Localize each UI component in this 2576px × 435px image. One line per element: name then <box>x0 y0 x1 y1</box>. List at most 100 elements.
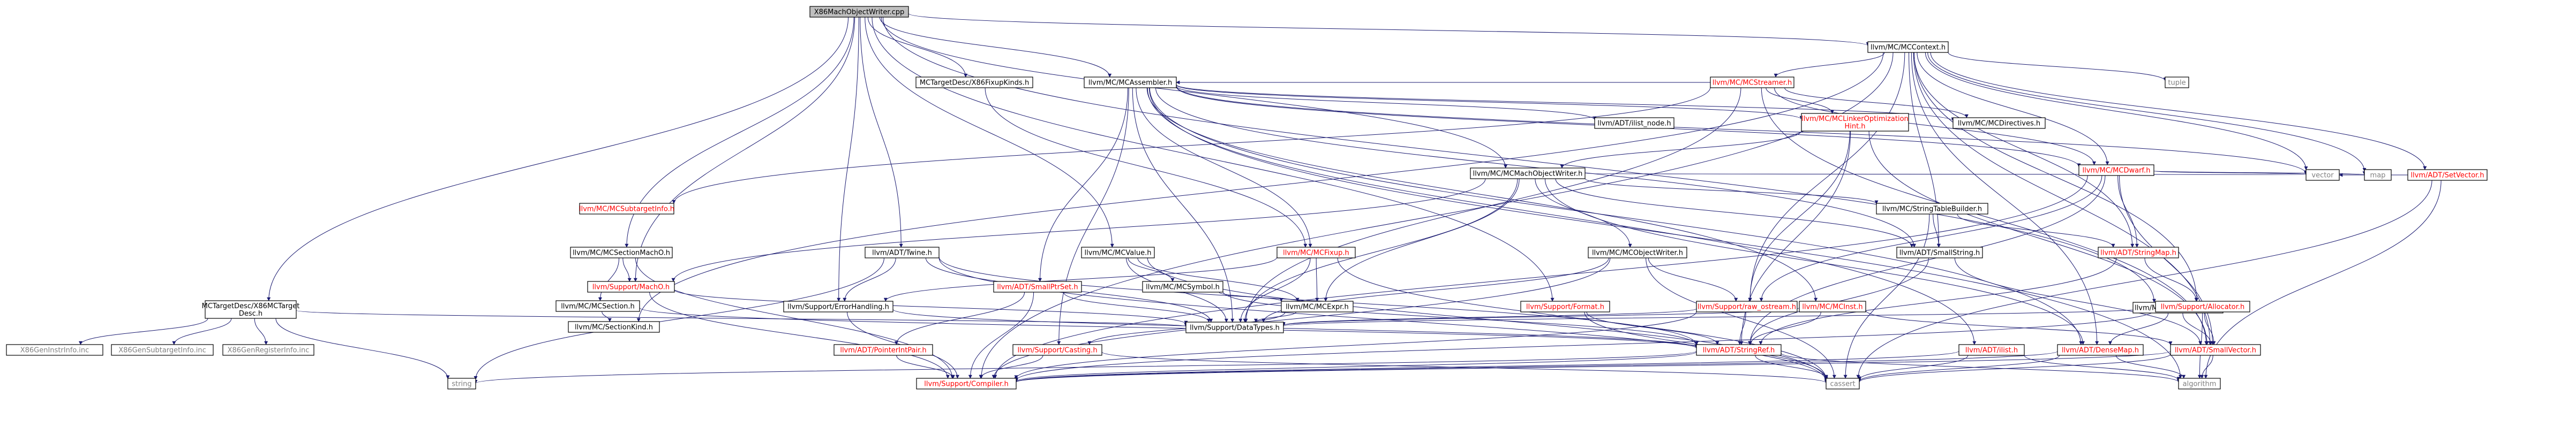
node-label-mctargetdesc-line1: Desc.h <box>239 310 262 318</box>
edge-mcinst-to-smallvector <box>1865 310 2173 346</box>
node-smallstring[interactable]: llvm/ADT/SmallString.h <box>1896 247 1983 258</box>
node-label-map: map <box>2370 172 2386 180</box>
node-mcsymbol[interactable]: llvm/MC/MCSymbol.h <box>1142 281 1223 293</box>
edge-mcdwarf-to-vector <box>2153 171 2308 175</box>
node-sectionkind[interactable]: llvm/MC/SectionKind.h <box>568 321 660 333</box>
node-mccontext[interactable]: llvm/MC/MCContext.h <box>1867 41 1949 53</box>
edge-adt_twine-to-string <box>474 257 884 380</box>
node-label-mcsection: llvm/MC/MCSection.h <box>561 303 635 311</box>
node-box-string <box>447 378 476 390</box>
node-box-allocator <box>2155 301 2250 312</box>
edge-mccontext-to-vector <box>1925 52 2308 171</box>
node-setvector[interactable]: llvm/ADT/SetVector.h <box>2407 169 2488 181</box>
edge-mcdwarf-to-stringref <box>1748 175 2106 345</box>
node-mcstreamer[interactable]: llvm/MC/MCStreamer.h <box>1710 77 1794 88</box>
edge-root-to-machoh <box>633 17 855 282</box>
node-label-root: X86MachObjectWriter.cpp <box>814 9 905 17</box>
node-box-compiler <box>916 378 1017 390</box>
edge-mcobjectwriter-to-raw_ostream <box>1648 257 1738 302</box>
edge-mcstreamer-to-mcsubtargetinfo <box>672 87 1711 204</box>
edge-mcassembler-to-algorithm <box>1148 87 2183 379</box>
node-mcassembler[interactable]: llvm/MC/MCAssembler.h <box>1084 77 1177 88</box>
node-mcinst[interactable]: llvm/MC/MCInst.h <box>1799 301 1866 312</box>
node-box-x86gensubtarget <box>111 344 214 356</box>
node-box-mcfixup <box>1276 247 1356 258</box>
edge-mcdwarf-to-map <box>2153 170 2366 175</box>
node-box-smallvector <box>2170 344 2261 356</box>
node-mcobjectwriter[interactable]: llvm/MC/MCObjectWriter.h <box>1588 247 1687 258</box>
node-mcexpr[interactable]: llvm/MC/MCExpr.h <box>1281 301 1354 312</box>
edge-pointerintpair-to-compiler <box>896 355 955 379</box>
node-raw_ostream[interactable]: llvm/Support/raw_ostream.h <box>1696 301 1798 312</box>
edge-mcexpr-to-datatypes <box>1254 311 1297 323</box>
node-smallvector[interactable]: llvm/ADT/SmallVector.h <box>2170 344 2261 356</box>
node-mcsubtargetinfo[interactable]: llvm/MC/MCSubtargetInfo.h <box>579 203 674 215</box>
node-mcdwarf[interactable]: llvm/MC/MCDwarf.h <box>2078 164 2154 176</box>
node-stringmap[interactable]: llvm/ADT/StringMap.h <box>2098 247 2179 258</box>
node-errorhandling[interactable]: llvm/Support/ErrorHandling.h <box>783 301 893 312</box>
node-box-mcsectionmacho <box>570 247 673 258</box>
node-label-adt_twine: llvm/ADT/Twine.h <box>872 249 932 257</box>
node-mcfixup[interactable]: llvm/MC/MCFixup.h <box>1276 247 1356 258</box>
edge-mcfixup-to-errorhandling <box>883 257 1278 302</box>
node-fixupkinds[interactable]: MCTargetDesc/X86FixupKinds.h <box>915 77 1033 88</box>
node-smallptrset[interactable]: llvm/ADT/SmallPtrSet.h <box>993 281 1082 293</box>
node-box-mcexpr <box>1281 301 1354 312</box>
node-pointerintpair[interactable]: llvm/ADT/PointerIntPair.h <box>833 344 933 356</box>
node-mcsectionmacho[interactable]: llvm/MC/MCSectionMachO.h <box>570 247 673 258</box>
edge-machoh-to-compiler <box>649 292 950 379</box>
edge-raw_ostream-to-compiler <box>1014 311 1697 379</box>
edge-mcsectionmacho-to-mcsection <box>598 257 620 301</box>
edge-mcmachobjwriter-to-smallstring <box>1555 178 1914 248</box>
node-label-errorhandling: llvm/Support/ErrorHandling.h <box>787 303 889 311</box>
node-label-linkeropt-line0: llvm/MC/MCLinkerOptimization <box>1801 115 1909 123</box>
node-mcsection[interactable]: llvm/MC/MCSection.h <box>555 300 640 312</box>
edge-mcfixup-to-datatypes <box>1238 257 1311 323</box>
node-box-mcdirectives <box>1952 117 2046 129</box>
node-allocator[interactable]: llvm/Support/Allocator.h <box>2155 301 2250 312</box>
edge-smallstring-to-smallvector <box>1954 257 2203 345</box>
node-compiler[interactable]: llvm/Support/Compiler.h <box>916 378 1017 390</box>
node-format[interactable]: llvm/Support/Format.h <box>1520 301 1610 312</box>
node-mcmachobjwriter[interactable]: llvm/MC/MCMachObjectWriter.h <box>1470 167 1586 179</box>
node-label-mctargetdesc-line0: MCTargetDesc/X86MCTarget <box>202 302 300 310</box>
node-box-smallptrset <box>993 281 1082 293</box>
node-casting[interactable]: llvm/Support/Casting.h <box>1012 344 1102 356</box>
edge-smallptrset-to-datatypes <box>1063 292 1211 323</box>
node-box-adt_twine <box>865 247 940 258</box>
node-cassert: cassert <box>1826 378 1860 390</box>
edge-mctargetdesc-to-x86gensubtarget <box>172 318 232 345</box>
node-root[interactable]: X86MachObjectWriter.cpp <box>809 6 909 18</box>
node-label-ilist_node: llvm/ADT/ilist_node.h <box>1597 120 1671 128</box>
edge-mccontext-to-mcdwarf <box>1917 52 2109 165</box>
node-label-tuple: tuple <box>2168 79 2186 87</box>
node-machoh[interactable]: llvm/Support/MachO.h <box>587 281 675 293</box>
edge-mcmachobjwriter-to-stringtablebuilder <box>1584 178 1879 204</box>
node-label-x86geninstr: X86GenInstrInfo.inc <box>20 347 89 355</box>
node-stringtablebuilder[interactable]: llvm/MC/StringTableBuilder.h <box>1876 203 1988 215</box>
node-label-machoh: llvm/Support/MachO.h <box>592 284 670 292</box>
node-label-mcfixup: llvm/MC/MCFixup.h <box>1283 249 1349 257</box>
node-label-smallptrset: llvm/ADT/SmallPtrSet.h <box>997 284 1078 292</box>
edge-stringmap-to-stringref <box>1759 257 2117 345</box>
node-box-mcsymbol <box>1142 281 1223 293</box>
node-mcdirectives[interactable]: llvm/MC/MCDirectives.h <box>1952 117 2046 129</box>
edge-stringmap-to-allocator <box>2144 257 2198 302</box>
edge-mccontext-to-stringmap <box>1913 52 2135 248</box>
edge-mcfixup-to-mcexpr <box>1315 257 1319 302</box>
node-mcvalue[interactable]: llvm/MC/MCValue.h <box>1081 247 1155 258</box>
node-x86gensubtarget: X86GenSubtargetInfo.inc <box>111 344 214 356</box>
graph-edges <box>79 13 2442 384</box>
node-box-mcinst <box>1799 301 1866 312</box>
node-stringref[interactable]: llvm/ADT/StringRef.h <box>1696 344 1782 356</box>
node-ilist[interactable]: llvm/ADT/ilist.h <box>1958 344 2025 356</box>
edge-mcassembler-to-ilist <box>1147 87 1977 345</box>
node-box-mcassembler <box>1084 77 1177 88</box>
node-label-format: llvm/Support/Format.h <box>1526 303 1604 311</box>
node-adt_twine[interactable]: llvm/ADT/Twine.h <box>865 247 940 258</box>
node-ilist_node[interactable]: llvm/ADT/ilist_node.h <box>1594 117 1674 129</box>
node-datatypes[interactable]: llvm/Support/DataTypes.h <box>1185 322 1284 333</box>
node-densemap[interactable]: llvm/ADT/DenseMap.h <box>2057 344 2144 356</box>
